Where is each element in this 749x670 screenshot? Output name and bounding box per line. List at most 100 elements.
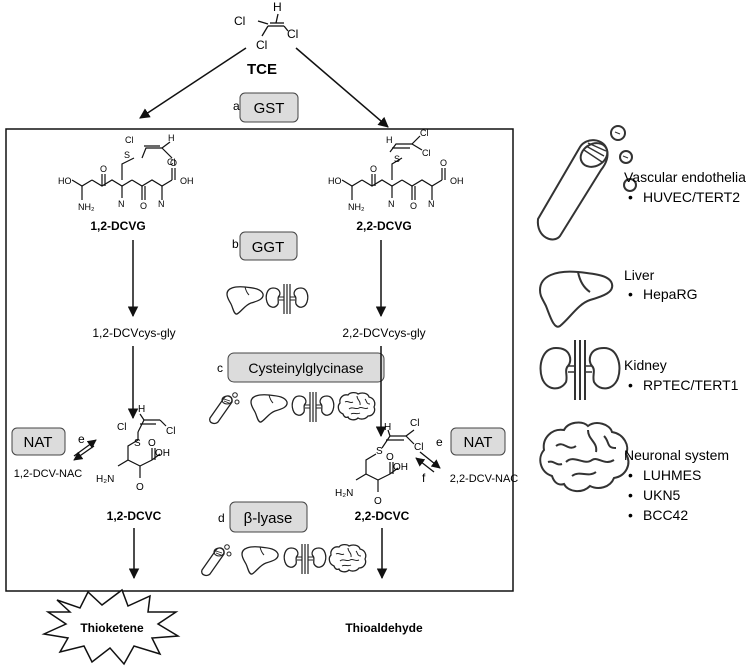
atom-s: S	[134, 438, 141, 449]
bullet: •	[628, 507, 633, 523]
atom-ho: HO	[58, 176, 72, 186]
liver-icon	[226, 286, 264, 315]
atom-o: O	[386, 452, 394, 463]
vessel-icon	[208, 392, 240, 425]
nat-left-box	[11, 427, 66, 456]
tce-h-atom: H	[273, 0, 282, 14]
nac-left-label: 1,2-DCV-NAC	[14, 468, 83, 480]
tce-cl-atom: Cl	[287, 27, 298, 41]
liver-icon-large	[538, 270, 614, 328]
enzyme-letter-f: f	[422, 471, 426, 485]
liver-icon	[241, 546, 279, 575]
atom-oh: OH	[393, 462, 408, 473]
kidney-icon	[265, 283, 309, 315]
atom-cl: Cl	[422, 148, 431, 158]
enzyme-letter-b: b	[232, 237, 239, 251]
vessel-icon	[200, 544, 232, 577]
atom-cl: Cl	[410, 418, 419, 429]
gst-label: GST	[254, 100, 285, 117]
dcvg-right-label: 2,2-DCVG	[356, 219, 411, 233]
atom-nh2: NH₂	[78, 202, 95, 212]
nat-left-label: NAT	[24, 434, 53, 451]
atom-n: N	[428, 199, 435, 209]
cell-line: LUHMES	[643, 467, 701, 483]
atom-n: N	[158, 199, 165, 209]
bullet: •	[628, 189, 633, 205]
brain-icon	[328, 543, 367, 573]
atom-oh: OH	[450, 176, 464, 186]
system-title: Liver	[624, 267, 655, 283]
enzyme-letter-a: a	[233, 99, 240, 113]
kidney-icon	[283, 543, 327, 575]
kidney-icon-large	[539, 340, 621, 400]
nac-right-label: 2,2-DCV-NAC	[450, 473, 519, 485]
enzyme-letter-e-right: e	[436, 435, 443, 449]
dcvg-left-label: 1,2-DCVG	[90, 219, 145, 233]
kidney-icon	[291, 391, 335, 423]
atom-o: O	[140, 201, 147, 211]
dcvg-left-structure	[71, 141, 176, 200]
thioketene-label: Thioketene	[80, 621, 144, 635]
atom-o: O	[100, 164, 107, 174]
atom-oh: OH	[155, 448, 170, 459]
tce-cl-atom: Cl	[256, 38, 267, 52]
nat-right-box	[450, 427, 506, 456]
atom-h: H	[168, 133, 175, 143]
atom-o: O	[374, 496, 382, 507]
dcvc-left-structure	[117, 413, 167, 478]
bullet: •	[628, 487, 633, 503]
atom-o: O	[370, 164, 377, 174]
dcvc-right-label: 2,2-DCVC	[355, 509, 410, 523]
bullet: •	[628, 286, 633, 302]
arrow-tce-left	[139, 47, 247, 119]
brain-icon-large	[539, 421, 630, 492]
nat-right-label: NAT	[464, 434, 493, 451]
atom-h: H	[384, 422, 391, 433]
atom-cl: Cl	[166, 426, 175, 437]
cell-line: RPTEC/TERT1	[643, 377, 739, 393]
atom-o: O	[170, 158, 177, 168]
thioketene-starburst	[41, 588, 181, 666]
tce-label: TCE	[247, 61, 277, 78]
cysteinylglycinase-box	[227, 352, 385, 383]
atom-cl: Cl	[167, 157, 176, 167]
atom-o: O	[136, 482, 144, 493]
ggt-box	[239, 231, 298, 261]
tce-structure: Cl Cl Cl H	[234, 0, 298, 52]
beta-lyase-box	[229, 501, 308, 533]
enzyme-letter-c: c	[217, 361, 223, 375]
system-title: Kidney	[624, 357, 667, 373]
atom-h: H	[138, 404, 145, 415]
atom-cl: Cl	[414, 442, 423, 453]
cell-line: UKN5	[643, 487, 681, 503]
arrow-tce-right	[295, 47, 389, 128]
system-title: Vascular endothelia	[624, 169, 746, 185]
system-title: Neuronal system	[624, 447, 729, 463]
bullet: •	[628, 467, 633, 483]
atom-o: O	[148, 438, 156, 449]
bullet: •	[628, 377, 633, 393]
atom-ho: HO	[328, 176, 342, 186]
thioaldehyde-label: Thioaldehyde	[345, 621, 423, 635]
gst-box	[239, 92, 299, 123]
atom-o: O	[410, 201, 417, 211]
atom-h: H	[386, 135, 393, 145]
cell-line: HepaRG	[643, 286, 697, 302]
cysgly-right-label: 2,2-DCVcys-gly	[342, 326, 425, 340]
atom-cl: Cl	[117, 422, 126, 433]
atom-s: S	[124, 150, 130, 160]
dcvg-right-structure	[341, 135, 446, 200]
blood-vessel-icon	[536, 125, 637, 241]
dcvc-left-label: 1,2-DCVC	[107, 509, 162, 523]
cysgly-left-label: 1,2-DCVcys-gly	[92, 326, 175, 340]
pathway-box	[5, 128, 514, 592]
beta-lyase-label: β-lyase	[244, 510, 293, 527]
atom-h2n: H₂N	[96, 474, 114, 485]
atom-oh: OH	[180, 176, 194, 186]
dcvc-right-structure	[355, 429, 415, 492]
atom-cl: Cl	[420, 128, 429, 138]
atom-n: N	[388, 199, 395, 209]
ggt-label: GGT	[252, 239, 285, 256]
arrow-nat-right-back	[415, 457, 435, 473]
